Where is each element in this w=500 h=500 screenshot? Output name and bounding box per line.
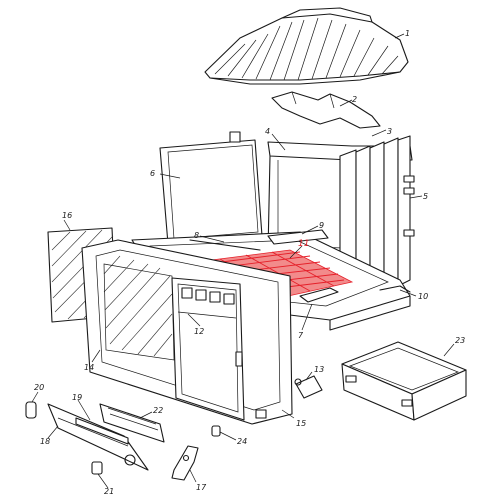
part-8-side-rail [189,239,261,251]
part-22-air-slide [99,403,165,443]
part-2-baffle-plate [271,91,381,129]
callout-7: 7 [298,331,304,340]
callout-13: 13 [314,365,324,374]
part-19-control-slot [75,417,129,445]
part-7-ash-lip [299,287,339,303]
part-21-cap [91,461,103,475]
callout-9: 9 [319,221,324,230]
part-6-left-side-panel [159,131,263,245]
part-17-handle [171,445,199,481]
part-18-lower-trim [47,403,149,471]
part-15-door [171,277,267,421]
part-13-clip [294,375,323,399]
part-1-smoke-hood [204,7,409,85]
callout-8: 8 [194,231,199,240]
callout-2: 2 [352,95,357,104]
part-5-convection-fins [339,135,415,303]
part-9-front-lip [267,229,329,245]
callout-17: 17 [196,483,207,492]
callout-16: 16 [62,211,72,220]
callout-5: 5 [423,192,428,201]
leader-lines [31,33,455,489]
part-20-knob [25,401,37,419]
callout-18: 18 [40,437,50,446]
callout-6: 6 [150,169,155,178]
callout-1: 1 [405,29,410,38]
callout-23: 23 [455,336,465,345]
part-12-door-grille [177,287,237,319]
callout-15: 15 [296,419,306,428]
callout-24: 24 [237,437,247,446]
part-24-screw [211,425,221,437]
callout-14: 14 [84,363,94,372]
callout-20: 20 [34,383,44,392]
callout-4: 4 [265,127,270,136]
callout-labels: 1 2 3 4 5 6 7 8 9 10 11 12 13 14 15 16 1… [34,29,465,496]
callout-19: 19 [72,393,82,402]
callout-21: 21 [104,487,114,496]
callout-3: 3 [387,127,392,136]
callout-12: 12 [194,327,204,336]
part-23-ash-drawer [341,341,467,421]
callout-11: 11 [298,239,309,249]
part-10-rod [379,285,411,293]
callout-10: 10 [418,292,428,301]
callout-22: 22 [153,406,163,415]
